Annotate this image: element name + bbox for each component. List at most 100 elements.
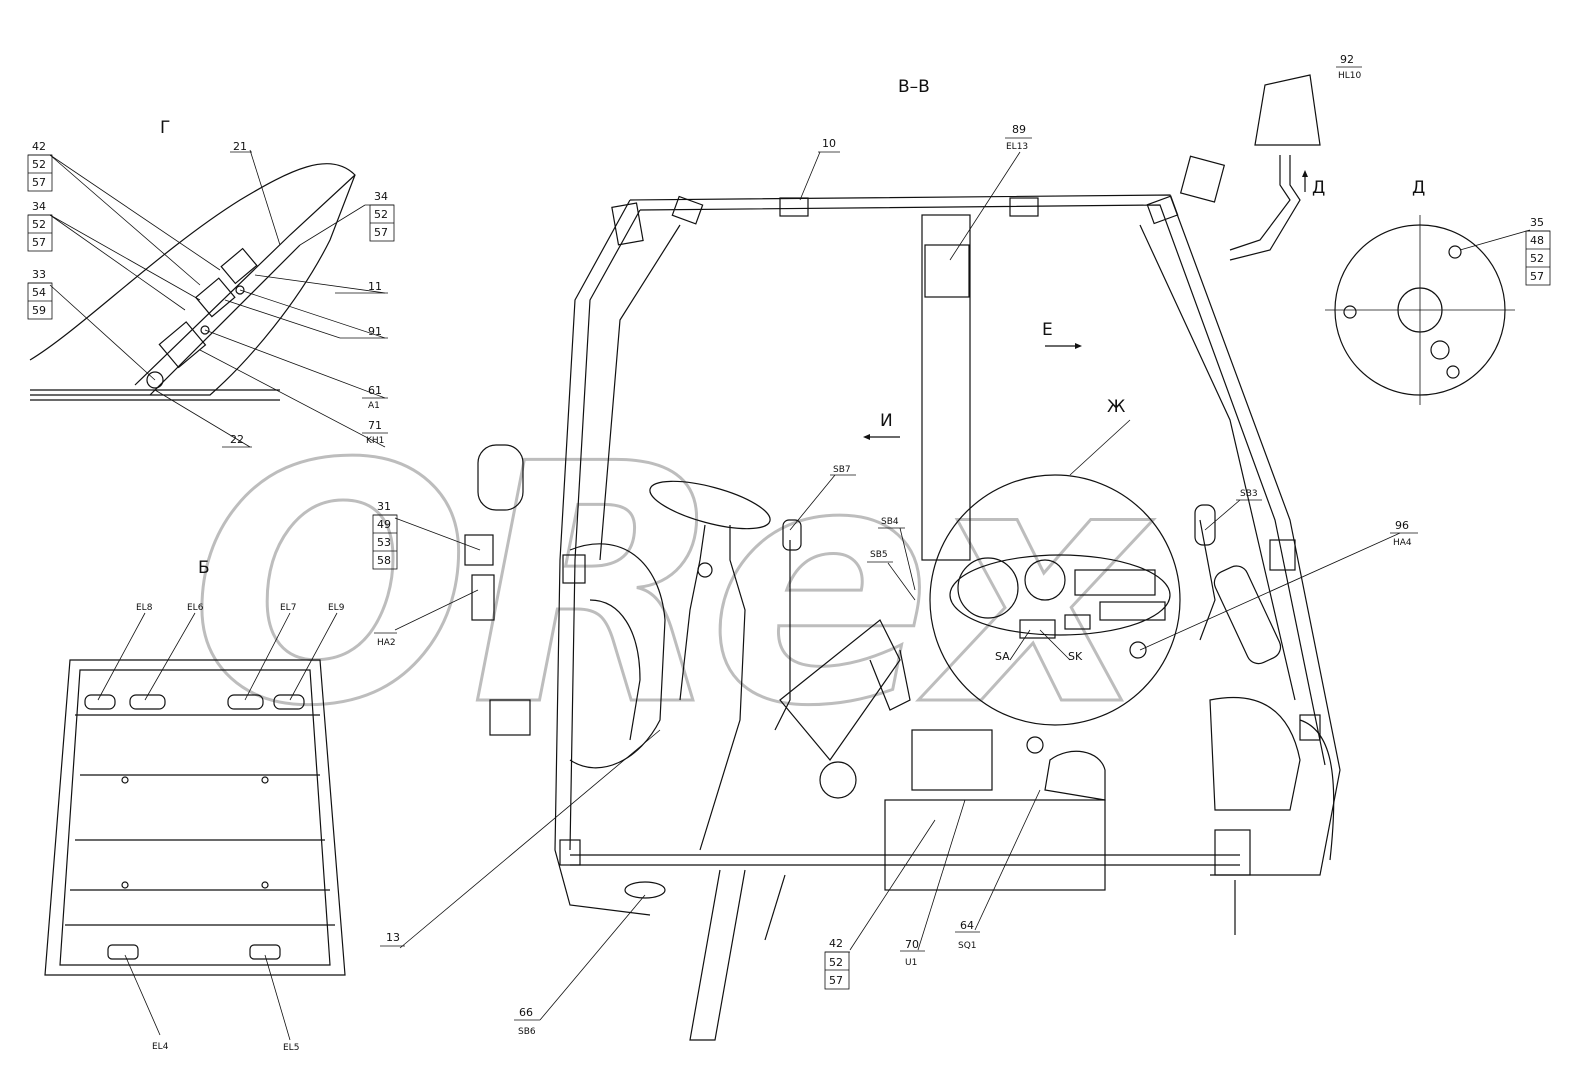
stack-cell: 57 [32,236,46,249]
switch-row [1099,601,1166,621]
stack-cell: 54 [32,286,46,299]
detail-circle-zh [929,474,1181,726]
callout-sk: SK [1068,650,1083,663]
floor-box [884,799,1106,891]
callout-61: 61 [368,384,382,397]
module-u1 [911,729,993,791]
callout-el5: EL5 [283,1043,299,1053]
callout-89: 89 [1012,123,1026,136]
lamp-el5 [249,944,281,960]
callout-el6: EL6 [187,603,204,613]
seat [569,543,666,769]
stack-35: 35 48 52 57 [1525,216,1551,286]
callout-66: 66 [519,1006,533,1019]
left-mirror [611,202,644,246]
extinguisher [1213,565,1282,665]
stack-34-right: 34 52 57 [365,190,395,242]
stack-cell: 35 [1530,216,1544,229]
beacon-hl10 [1254,74,1321,146]
callout-a1: A1 [368,401,380,411]
stack-cell: 49 [377,518,391,531]
lever-sb7 [774,540,791,731]
right-armrest [1209,696,1301,811]
view-titles: B–B Г Б Д Д Е И Ж [160,77,1425,578]
detail-view-d [1325,215,1531,405]
arrow-label-zh: Ж [1107,397,1125,417]
stack-cell: 34 [374,190,388,203]
watermark: ORex [190,394,1154,778]
view-title-b: Б [198,558,210,578]
stack-cell: 34 [32,200,46,213]
cab-left-contour [554,199,651,916]
pedal-sb6 [689,869,746,1041]
roof-frame-outline [44,659,346,976]
side-connector [489,699,531,736]
switch-sa-sk [1019,619,1056,639]
stack-cell: 42 [32,140,46,153]
lamp-el7 [227,694,264,710]
callout-92: 92 [1340,53,1354,66]
steering-wheel [649,480,771,530]
callout-hl10: HL10 [1338,71,1362,81]
cab-main-view [394,74,1401,1041]
callout-el4: EL4 [152,1042,169,1052]
callout-22: 22 [230,433,244,446]
detail-view-b [44,612,346,1041]
callout-71: 71 [368,419,382,432]
callout-sb6: SB6 [518,1027,536,1037]
stack-cell: 52 [32,218,46,231]
dashboard-panel [949,554,1171,636]
callout-u1: U1 [905,958,917,968]
callout-sb3: SB3 [1240,489,1258,499]
stack-cell: 57 [1530,270,1544,283]
callout-el9: EL9 [328,603,345,613]
indicator-cluster [1074,569,1156,596]
stack-42-bottom: 42 52 57 [824,937,850,990]
callout-sa: SA [995,650,1010,663]
stack-cell: 58 [377,554,391,567]
work-headlight [477,444,524,511]
ceiling-lamp-el13 [924,244,970,298]
callout-ha4: HA4 [1393,538,1412,548]
right-mirror [1179,155,1226,203]
pedal-sq1 [1044,750,1106,801]
callout-sq1: SQ1 [958,941,977,951]
stack-cell: 42 [829,937,843,950]
stack-cell: 57 [32,176,46,189]
callout-el7: EL7 [280,603,296,613]
stack-33: 33 54 59 [27,268,53,320]
stack-cell: 57 [829,974,843,987]
callout-70: 70 [905,938,919,951]
callout-labels: 10 89 EL13 92 HL10 21 11 91 61 A1 71 KH1… [136,53,1418,1053]
lamp-el4 [107,944,139,960]
lamp-el9 [273,694,305,710]
stack-cell: 52 [374,208,388,221]
callout-sb4: SB4 [881,517,899,527]
callout-sb5: SB5 [870,550,888,560]
callout-11: 11 [368,280,382,293]
view-title-d: Д [1412,178,1425,198]
stack-cell: 48 [1530,234,1544,247]
callout-96: 96 [1395,519,1409,532]
stack-cell: 59 [32,304,46,317]
horn-ha2 [471,574,495,621]
center-pillar [921,214,971,561]
part-stacks: 42 52 57 34 52 57 33 54 59 34 52 57 [27,140,1551,990]
stack-34-left: 34 52 57 [27,200,53,252]
lamp-el6 [129,694,166,710]
stack-cell: 31 [377,500,391,513]
stack-cell: 52 [1530,252,1544,265]
stack-cell: 57 [374,226,388,239]
view-title-bb: B–B [898,77,930,97]
callout-ha2: HA2 [377,638,396,648]
gauge-left [957,557,1019,619]
stack-cell: 33 [32,268,46,281]
detail-g-relay [158,321,207,369]
callout-64: 64 [960,919,974,932]
joystick-sb3 [1199,519,1216,641]
gauge-right [1024,559,1066,601]
cab-right-contour [629,194,1341,876]
arrow-label-i: И [880,411,893,431]
